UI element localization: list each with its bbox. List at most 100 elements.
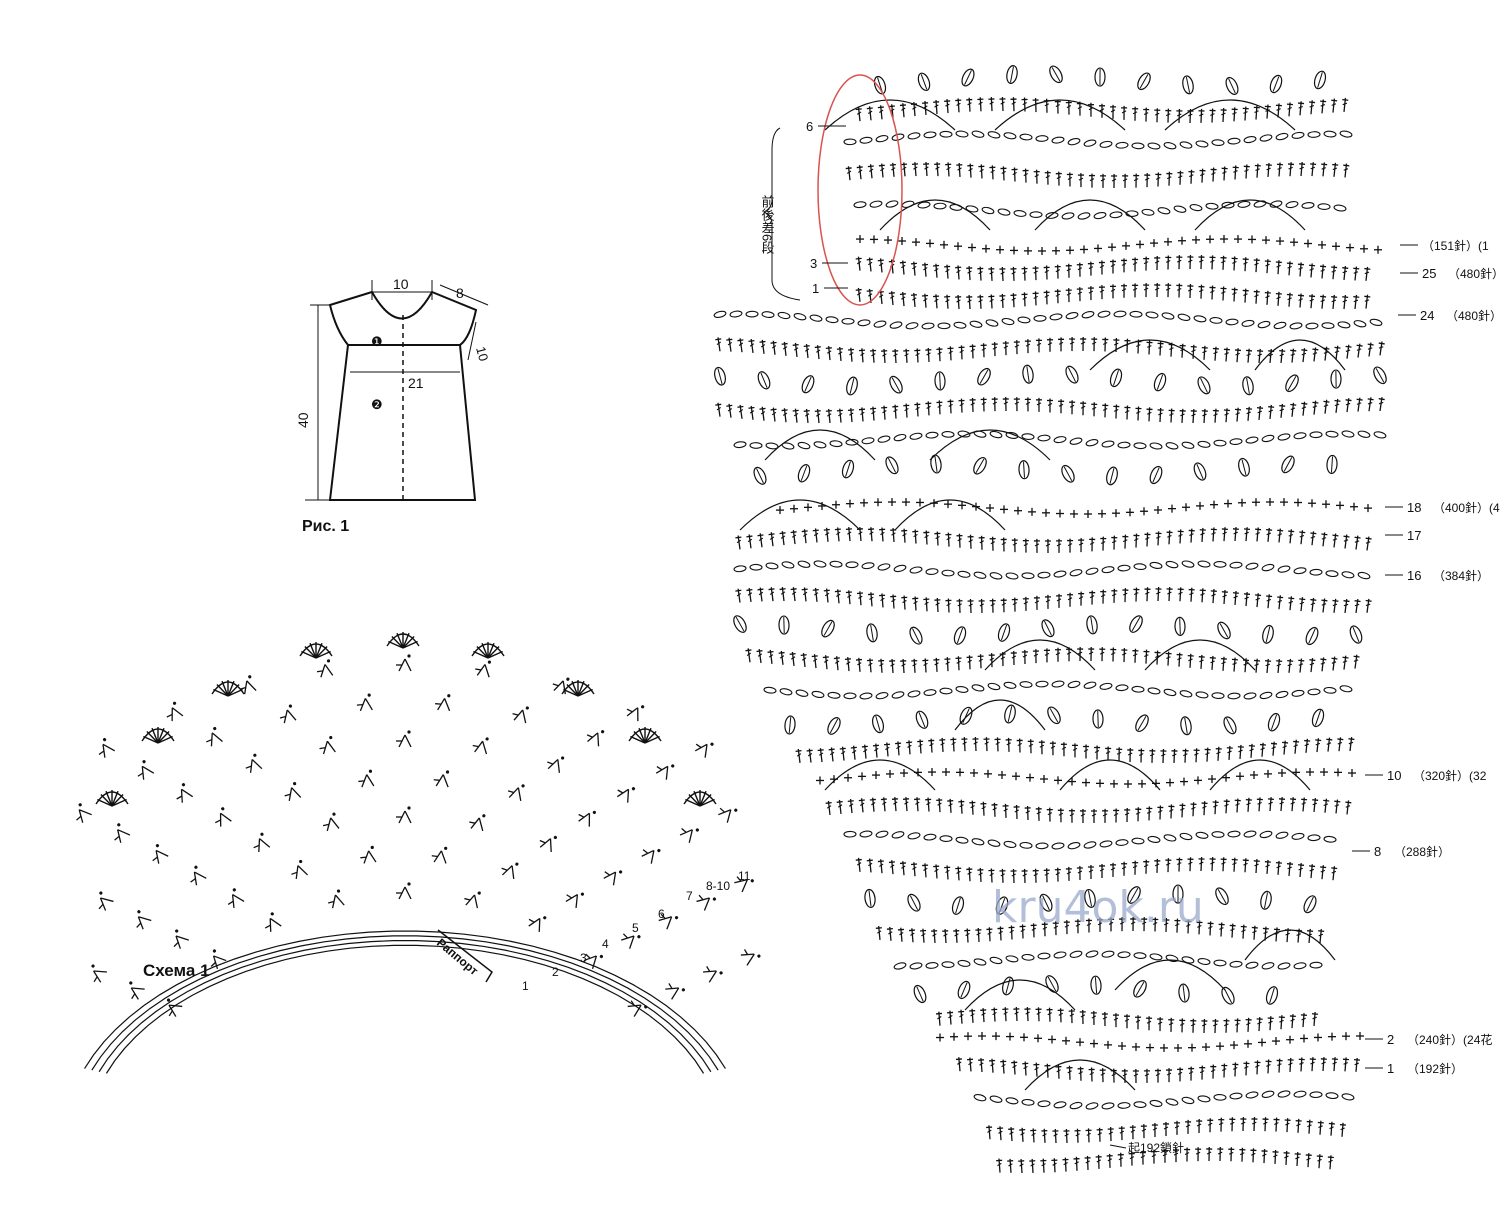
chain-stitch-symbol <box>780 560 796 570</box>
single-crochet-symbol <box>1167 503 1177 514</box>
chart-row <box>972 1089 1356 1111</box>
double-crochet-symbol <box>767 531 777 548</box>
double-crochet-symbol <box>902 348 911 364</box>
double-crochet-symbol <box>1165 1067 1173 1083</box>
single-crochet-symbol <box>1193 775 1203 786</box>
single-crochet-symbol <box>1347 768 1357 778</box>
double-crochet-symbol <box>977 163 986 180</box>
double-crochet-symbol <box>910 292 919 308</box>
double-crochet-symbol <box>1308 596 1318 613</box>
double-crochet-symbol <box>1131 860 1139 876</box>
v-stitch-motif <box>137 760 155 780</box>
chain-stitch-symbol <box>925 567 939 576</box>
chain-stitch-symbol <box>733 440 747 449</box>
puff-stitch-symbol <box>1282 372 1302 395</box>
double-crochet-symbol <box>1307 293 1316 310</box>
double-crochet-symbol <box>1065 99 1073 116</box>
puff-stitch-symbol <box>1147 464 1165 486</box>
single-crochet-symbol <box>1277 768 1287 778</box>
chain-label-arrow <box>1109 1144 1127 1149</box>
puff-stitch-symbol <box>1301 893 1319 916</box>
double-crochet-symbol <box>927 737 936 754</box>
chain-stitch-symbol <box>729 309 743 319</box>
double-crochet-symbol <box>933 530 942 547</box>
single-crochet-symbol <box>1223 498 1233 509</box>
scallop-arc <box>964 979 1076 1011</box>
double-crochet-symbol <box>833 655 842 672</box>
double-crochet-symbol <box>1209 526 1218 543</box>
chart-row <box>853 199 1347 221</box>
double-crochet-symbol <box>1263 658 1272 674</box>
double-crochet-symbol <box>1165 170 1174 187</box>
chain-stitch-symbol <box>1131 837 1145 845</box>
single-crochet-symbol <box>1373 245 1383 255</box>
double-crochet-symbol <box>789 529 799 546</box>
left-row-number: 6 <box>806 119 813 134</box>
v-stitch-motif <box>358 769 375 788</box>
single-crochet-symbol <box>983 769 993 779</box>
double-crochet-symbol <box>878 162 887 179</box>
chain-stitch-symbol <box>1209 316 1223 325</box>
double-crochet-symbol <box>855 656 864 673</box>
stitch-count: （480針） <box>1448 266 1500 281</box>
single-crochet-symbol <box>1173 1043 1183 1053</box>
double-crochet-symbol <box>1318 864 1327 881</box>
chain-stitch-symbol <box>1274 830 1290 840</box>
chain-stitch-symbol <box>906 131 922 141</box>
puff-stitch-symbol <box>839 458 857 480</box>
double-crochet-symbol <box>1110 588 1119 604</box>
double-crochet-symbol <box>1307 99 1316 116</box>
right-row-18: 18 <box>1407 500 1421 515</box>
double-crochet-symbol <box>1220 526 1229 542</box>
double-crochet-symbol <box>1022 537 1030 554</box>
double-crochet-symbol <box>1176 528 1185 545</box>
double-crochet-symbol <box>849 744 859 761</box>
v-stitch-motif <box>740 949 761 966</box>
chain-stitch-symbol <box>1293 961 1307 971</box>
double-crochet-symbol <box>965 294 974 310</box>
chain-stitch-symbol <box>1084 1101 1100 1111</box>
chart-row <box>871 63 1329 97</box>
double-crochet-symbol <box>965 866 974 883</box>
double-crochet-symbol <box>1050 1157 1059 1174</box>
chain-stitch-symbol <box>1337 320 1351 330</box>
double-crochet-symbol <box>1242 1060 1251 1077</box>
single-crochet-symbol <box>997 770 1007 780</box>
single-crochet-symbol <box>1103 1040 1113 1050</box>
v-stitch-motif <box>464 891 481 909</box>
v-stitch-motif <box>539 835 557 853</box>
double-crochet-symbol <box>1142 255 1150 272</box>
double-crochet-symbol <box>979 800 988 817</box>
double-crochet-symbol <box>924 796 933 813</box>
double-crochet-symbol <box>1104 745 1112 762</box>
double-crochet-symbol <box>1187 1065 1195 1082</box>
chain-stitch-symbol <box>874 690 890 701</box>
double-crochet-symbol <box>1186 283 1195 299</box>
double-crochet-symbol <box>966 1056 975 1073</box>
chain-stitch-symbol <box>1260 433 1276 444</box>
double-crochet-symbol <box>987 96 996 112</box>
double-crochet-symbol <box>745 533 755 550</box>
chart-row <box>935 1006 1319 1034</box>
v-stitch-motif <box>396 654 412 672</box>
double-crochet-symbol <box>1176 169 1185 186</box>
chain-stitch-symbol <box>1099 839 1113 849</box>
chain-stitch-symbol <box>984 318 1000 328</box>
double-crochet-symbol <box>1028 1158 1037 1174</box>
double-crochet-symbol <box>1022 596 1030 612</box>
highlight-ellipse <box>817 74 903 306</box>
double-crochet-symbol <box>1354 396 1364 413</box>
single-crochet-symbol <box>1069 509 1079 519</box>
chain-stitch-symbol <box>1276 961 1292 971</box>
double-crochet-symbol <box>1112 807 1120 824</box>
chain-stitch-symbol <box>1276 564 1292 574</box>
figure1-caption: Рис. 1 <box>302 518 349 535</box>
double-crochet-symbol <box>966 598 975 614</box>
chain-stitch-symbol <box>1260 961 1276 971</box>
single-crochet-symbol <box>1289 237 1299 247</box>
double-crochet-symbol <box>1151 1122 1159 1138</box>
double-crochet-symbol <box>1315 1153 1324 1170</box>
v-stitch-motif <box>206 726 223 747</box>
chain-stitch-symbol <box>841 317 855 325</box>
double-crochet-symbol <box>1098 646 1106 662</box>
